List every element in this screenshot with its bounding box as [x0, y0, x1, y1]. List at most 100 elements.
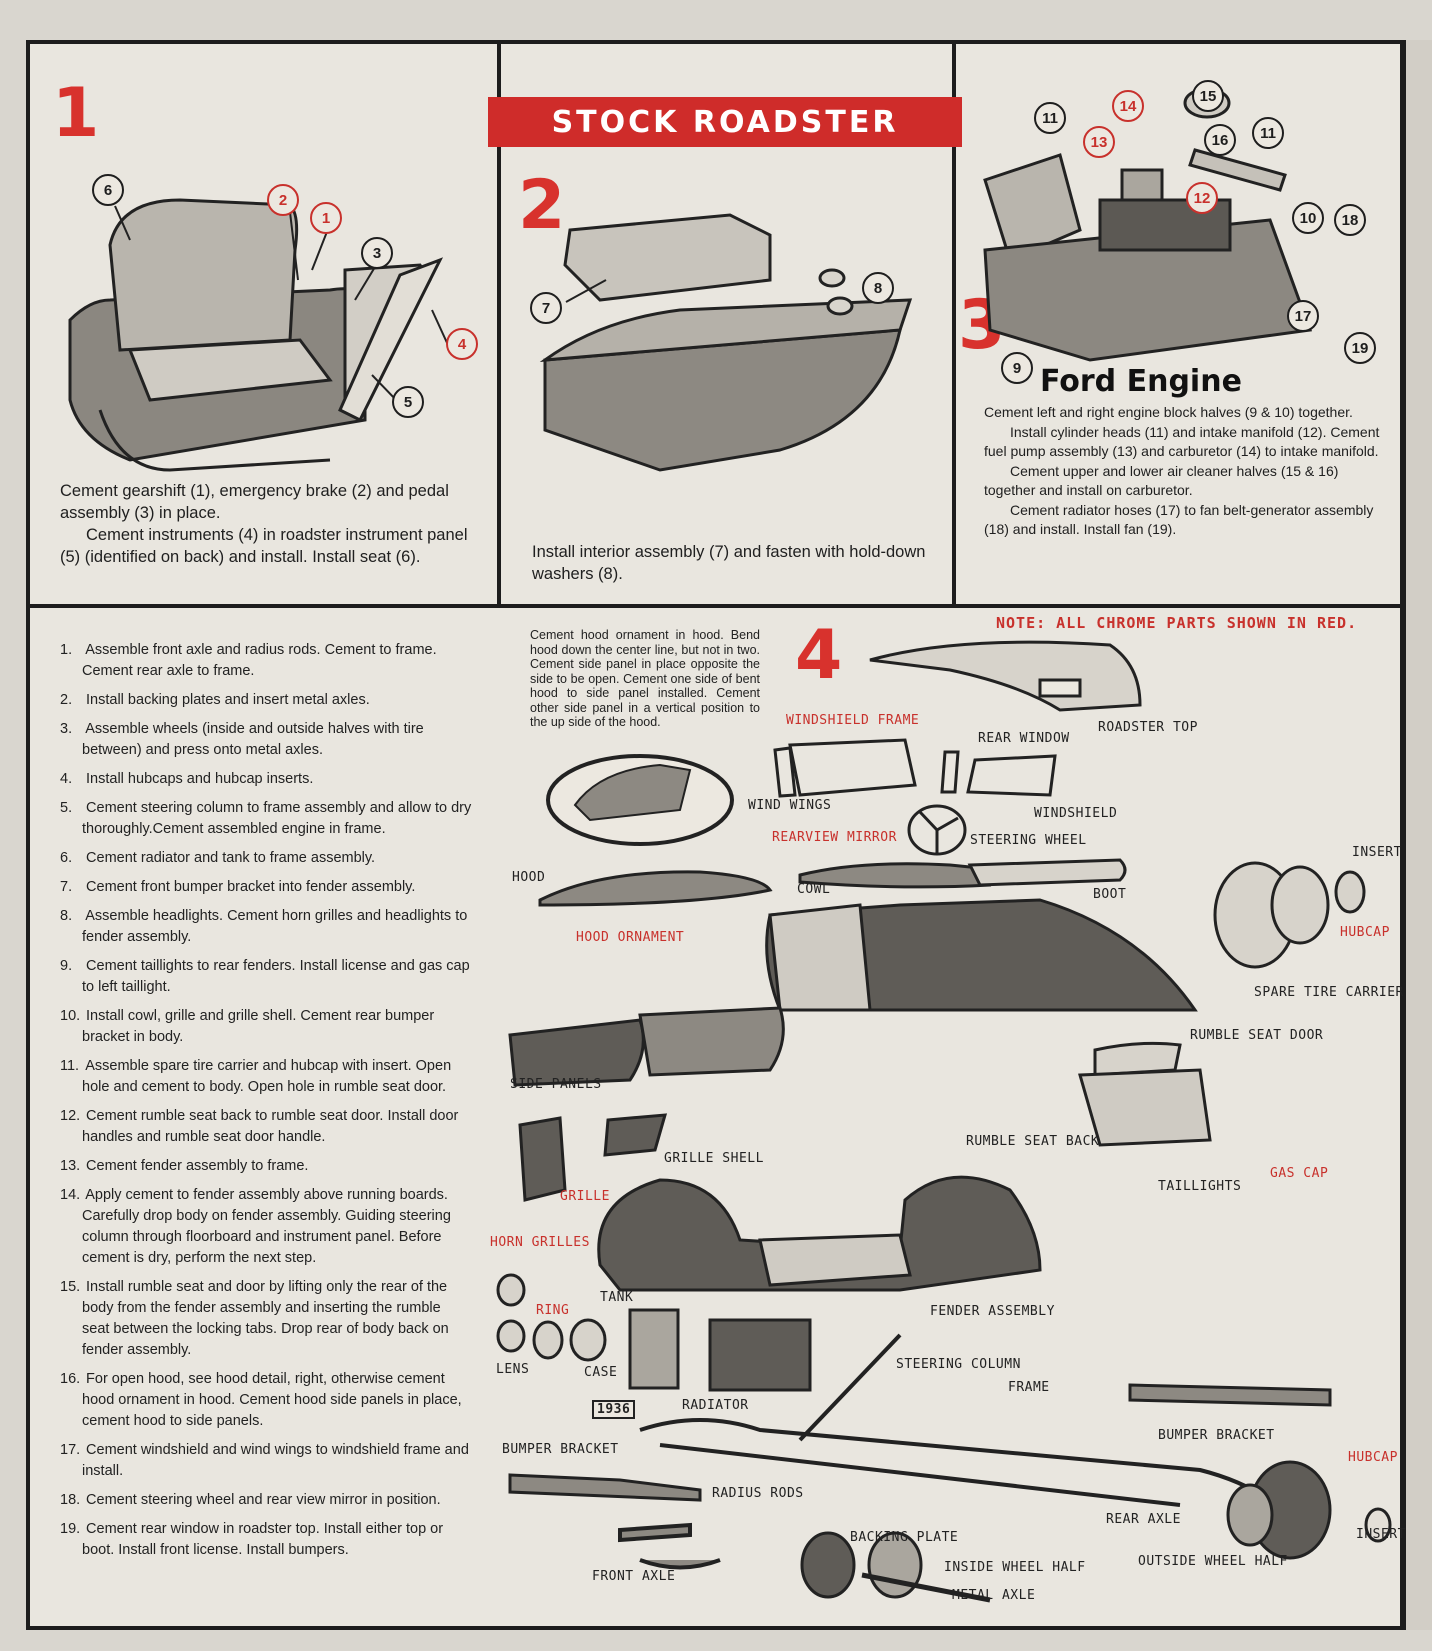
- instruction-number: 6.: [60, 850, 73, 866]
- instruction-item: 5. Cement steering column to frame assem…: [52, 798, 472, 840]
- label-rearview-mirror: REARVIEW MIRROR: [772, 830, 897, 845]
- headlight-parts: [496, 1273, 607, 1362]
- instruction-text: Assemble spare tire carrier and hubcap w…: [82, 1058, 452, 1095]
- instruction-text: Cement windshield and wind wings to wind…: [82, 1442, 469, 1479]
- instruction-item: 3. Assemble wheels (inside and outside h…: [52, 719, 472, 761]
- instruction-text: Cement rumble seat back to rumble seat d…: [82, 1108, 459, 1145]
- label-hood: HOOD: [512, 870, 546, 885]
- label-rear-window: REAR WINDOW: [978, 731, 1070, 746]
- license-plate: 1936: [592, 1400, 636, 1419]
- step3-title: Ford Engine: [1040, 364, 1242, 399]
- instruction-text: Cement taillights to rear fenders. Insta…: [82, 958, 470, 995]
- label-cowl: COWL: [797, 882, 831, 897]
- step3-line4: Cement radiator hoses (17) to fan belt-g…: [984, 501, 1374, 538]
- step3-caption: Cement left and right engine block halve…: [984, 403, 1382, 540]
- step2-caption: Install interior assembly (7) and fasten…: [532, 543, 926, 583]
- callout-step3-10: 10: [1292, 202, 1324, 234]
- step-number-1: 1: [52, 74, 100, 153]
- label-gas-cap: GAS CAP: [1270, 1166, 1329, 1181]
- callout-step3-13: 13: [1083, 126, 1115, 158]
- callout-step3-18: 18: [1334, 204, 1366, 236]
- label-radiator: RADIATOR: [682, 1398, 749, 1413]
- instruction-number: 16.: [60, 1371, 81, 1387]
- rear-wheel-drawing: [1226, 1460, 1392, 1560]
- label-ring: RING: [536, 1303, 570, 1318]
- instruction-text: Cement front bumper bracket into fender …: [82, 879, 416, 895]
- instruction-text: Install cowl, grille and grille shell. C…: [82, 1008, 435, 1045]
- interior-drawing: [68, 198, 444, 472]
- label-bumper-bracket-right: BUMPER BRACKET: [1158, 1428, 1275, 1443]
- label-hood-ornament: HOOD ORNAMENT: [576, 930, 685, 945]
- label-grille: GRILLE: [560, 1189, 610, 1204]
- instruction-item: 7. Cement front bumper bracket into fend…: [52, 877, 472, 898]
- instruction-number: 13.: [60, 1158, 81, 1174]
- instruction-item: 15. Install rumble seat and door by lift…: [52, 1277, 472, 1361]
- callout-step3-12: 12: [1186, 182, 1218, 214]
- windshield-drawing: [773, 738, 1057, 798]
- instruction-number: 3.: [60, 721, 73, 737]
- label-windshield: WINDSHIELD: [1034, 806, 1118, 821]
- grille-drawing: [518, 1113, 668, 1202]
- callout-step1-4: 4: [446, 328, 478, 360]
- label-rumble-seat-back: RUMBLE SEAT BACK: [966, 1134, 1100, 1149]
- instruction-item: 4. Install hubcaps and hubcap inserts.: [52, 769, 472, 790]
- label-hubcap-top: HUBCAP: [1340, 925, 1390, 940]
- instruction-number: 5.: [60, 800, 73, 816]
- step1-caption-line1: Cement gearshift (1), emergency brake (2…: [60, 482, 449, 522]
- instruction-number: 11.: [60, 1058, 80, 1074]
- roadster-top-drawing: [869, 640, 1142, 712]
- instruction-item: 1. Assemble front axle and radius rods. …: [52, 640, 472, 682]
- label-rumble-seat-door: RUMBLE SEAT DOOR: [1190, 1028, 1324, 1043]
- instruction-number: 12.: [60, 1108, 81, 1124]
- instruction-text: Install hubcaps and hubcap inserts.: [82, 771, 314, 787]
- label-side-panels: SIDE PANELS: [510, 1077, 602, 1092]
- callout-step3-19: 19: [1344, 332, 1376, 364]
- instruction-item: 17. Cement windshield and wind wings to …: [52, 1440, 472, 1482]
- label-roadster-top: ROADSTER TOP: [1098, 720, 1198, 735]
- label-rear-axle: REAR AXLE: [1106, 1512, 1181, 1527]
- label-wind-wings: WIND WINGS: [748, 798, 832, 813]
- step1-caption: Cement gearshift (1), emergency brake (2…: [60, 480, 480, 568]
- callout-step1-6: 6: [92, 174, 124, 206]
- label-insert-bottom: INSERT: [1356, 1527, 1406, 1542]
- instruction-text: Cement fender assembly to frame.: [82, 1158, 309, 1174]
- side-panels-drawing: [508, 1006, 785, 1087]
- label-case: CASE: [584, 1365, 618, 1380]
- callout-step3-11: 11: [1252, 117, 1284, 149]
- label-radius-rods: RADIUS RODS: [712, 1486, 804, 1501]
- banner-stock-roadster: STOCK ROADSTER: [488, 97, 962, 147]
- rumble-seat-drawing: [1078, 1041, 1212, 1147]
- engine-small-drawing: [708, 1318, 812, 1392]
- step3-line2: Install cylinder heads (11) and intake m…: [984, 423, 1380, 460]
- callout-step3-14: 14: [1112, 90, 1144, 122]
- instruction-text: Install backing plates and insert metal …: [82, 692, 370, 708]
- assembly-instructions-list: 1. Assemble front axle and radius rods. …: [52, 640, 472, 1569]
- front-wheel-drawing: [800, 1531, 991, 1603]
- label-tank: TANK: [600, 1290, 634, 1305]
- step-number-4: 4: [795, 616, 843, 695]
- instruction-number: 7.: [60, 879, 73, 895]
- fender-assembly-drawing: [597, 1175, 1042, 1292]
- instruction-number: 9.: [60, 958, 73, 974]
- next-page-edge: [1406, 40, 1432, 1630]
- cowl-boot-drawing: [798, 858, 1127, 889]
- callout-step1-5: 5: [392, 386, 424, 418]
- instruction-number: 17.: [60, 1442, 81, 1458]
- radiator-drawing: [628, 1308, 680, 1390]
- instruction-item: 16. For open hood, see hood detail, righ…: [52, 1369, 472, 1432]
- callout-step1-2: 2: [267, 184, 299, 216]
- label-steering-wheel: STEERING WHEEL: [970, 833, 1087, 848]
- instruction-item: 8. Assemble headlights. Cement horn gril…: [52, 906, 472, 948]
- instruction-item: 2. Install backing plates and insert met…: [52, 690, 472, 711]
- instruction-item: 9. Cement taillights to rear fenders. In…: [52, 956, 472, 998]
- label-horn-grilles: HORN GRILLES: [490, 1235, 590, 1250]
- callout-step1-3: 3: [361, 237, 393, 269]
- label-hubcap-bottom: HUBCAP: [1348, 1450, 1398, 1465]
- instruction-text: Apply cement to fender assembly above ru…: [82, 1187, 451, 1266]
- hold-down-washers: [818, 268, 854, 316]
- divider-top-bottom: [26, 604, 1406, 608]
- instruction-number: 4.: [60, 771, 73, 787]
- instruction-item: 6. Cement radiator and tank to frame ass…: [52, 848, 472, 869]
- instruction-item: 12. Cement rumble seat back to rumble se…: [52, 1106, 472, 1148]
- instruction-number: 10.: [60, 1008, 81, 1024]
